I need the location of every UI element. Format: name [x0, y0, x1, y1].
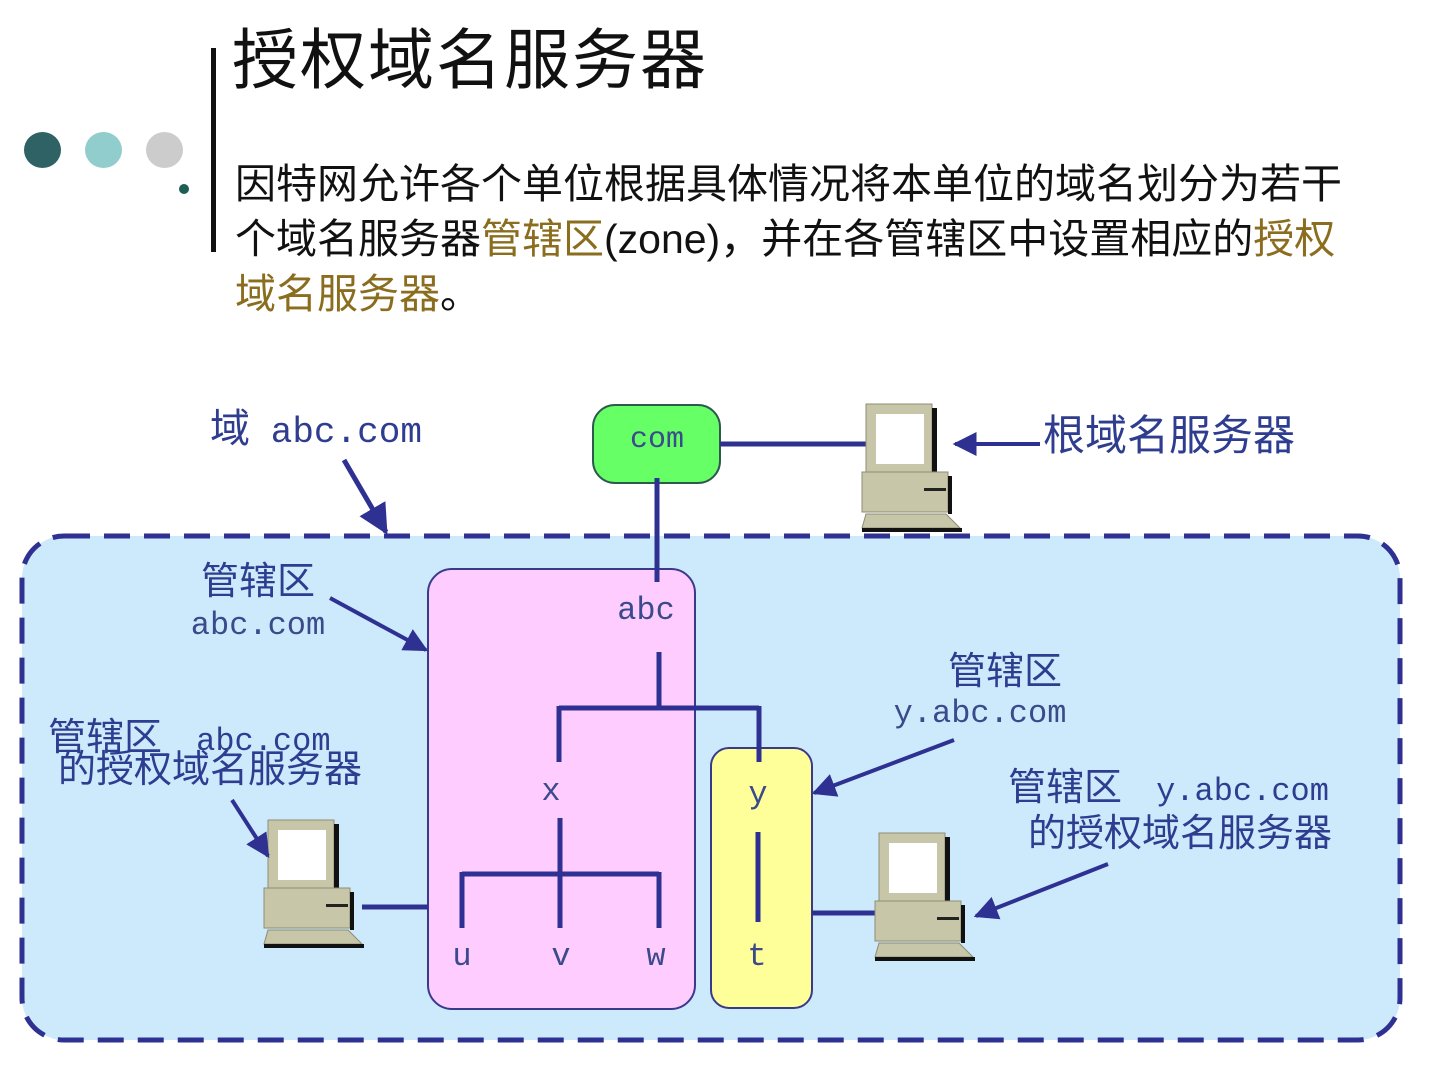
server-abc-label-name: abc.com [196, 723, 330, 760]
server-y-label-line1: 管辖区 y.abc.com [1008, 765, 1329, 810]
node-t: t [747, 938, 766, 975]
node-u: u [452, 938, 471, 975]
zone-abc-name: abc.com [191, 607, 325, 644]
slide-title: 授权域名服务器 [232, 22, 708, 99]
node-abc: abc [617, 592, 675, 629]
domain-label: 域 abc.com [210, 406, 422, 453]
slide-paragraph: 因特网允许各个单位根据具体情况将本单位的域名划分为若干个域名服务器管辖区(zon… [235, 157, 1355, 322]
server-abc-label-line2: 的授权域名服务器 [58, 747, 362, 791]
zone-abc-title: 管辖区 [201, 559, 315, 603]
zone-abc-box [427, 568, 696, 1010]
server-y-label-prefix: 管辖区 [1008, 765, 1122, 809]
zone-y-name: y.abc.com [894, 695, 1067, 732]
paragraph-text-1: 因特网允许各个单位根据具体情况将本单位的域名划分为若干个域名服务器 [235, 160, 1342, 263]
decorative-dot-teal [85, 132, 122, 168]
root-server-computer-icon [861, 403, 963, 533]
server-abc-arrow [230, 798, 270, 859]
com-node-label: com [630, 423, 684, 457]
zone-abc-arrow [329, 596, 429, 652]
server-y-label-line2: 的授权域名服务器 [1028, 811, 1332, 855]
server-abc-label-prefix: 管辖区 [48, 715, 162, 759]
paragraph-highlight-zone: 管辖区 [481, 215, 604, 263]
node-y: y [748, 776, 767, 813]
domain-label-prefix: 域 [210, 406, 250, 452]
title-divider [211, 48, 216, 252]
server-y-arrow [973, 862, 1109, 920]
decorative-dot-gray [146, 132, 183, 168]
zone-y-arrow [811, 738, 955, 797]
paragraph-highlight-authoritative-server: 授权域名服务器 [235, 215, 1336, 318]
domain-label-name: abc.com [271, 412, 422, 453]
paragraph-text-3: 。 [440, 270, 481, 318]
server-y-label-name: y.abc.com [1156, 773, 1329, 810]
paragraph-text-2: (zone)，并在各管辖区中设置相应的 [604, 216, 1254, 262]
node-v: v [551, 938, 570, 975]
bullet-icon [179, 184, 189, 194]
decorative-dot-dark [24, 132, 61, 168]
root-server-label: 根域名服务器 [1043, 411, 1295, 460]
node-w: w [646, 938, 665, 975]
server-abc-label-line1: 管辖区 abc.com [48, 715, 331, 760]
zone-y-title: 管辖区 [948, 649, 1062, 693]
domain-label-arrow [341, 458, 389, 535]
node-x: x [541, 773, 560, 810]
